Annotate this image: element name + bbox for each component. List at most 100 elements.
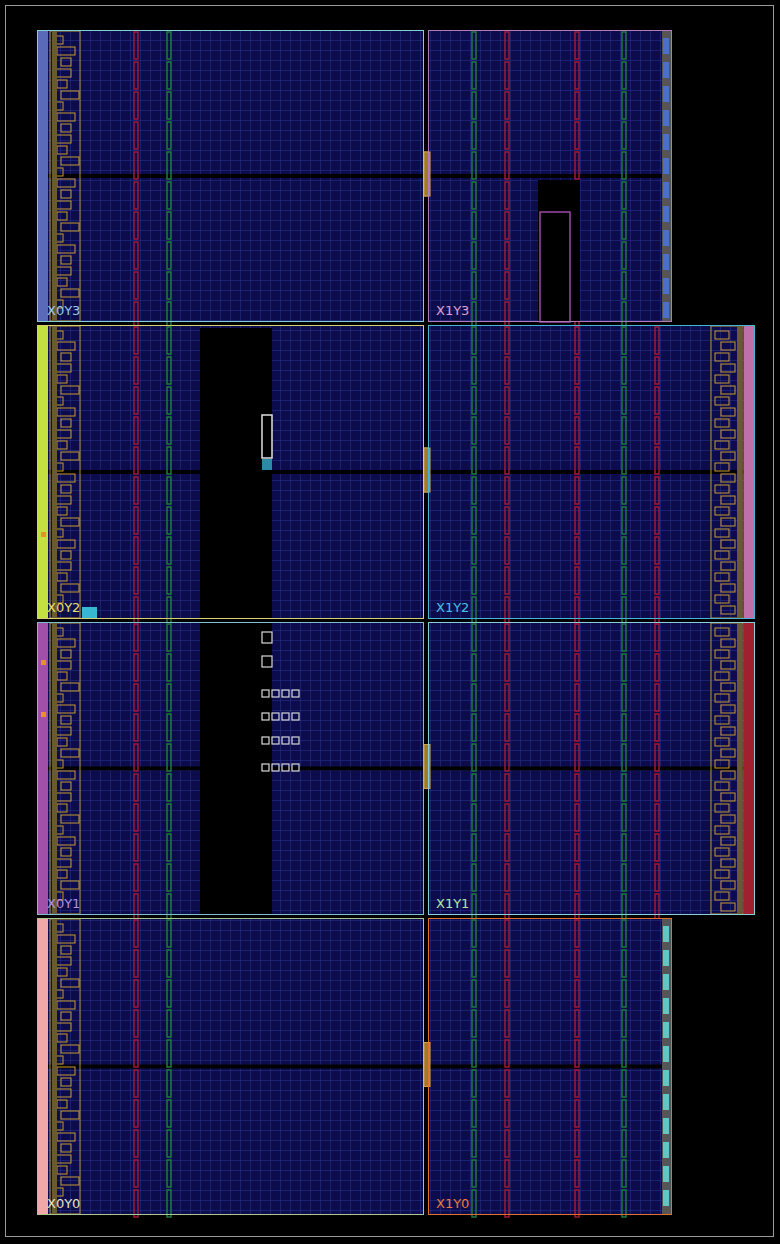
placed-cell	[282, 690, 289, 697]
io-tile	[57, 245, 75, 253]
hard-block-column	[167, 920, 171, 947]
hard-block-column	[134, 447, 138, 474]
fabric-region	[37, 30, 430, 329]
hard-block-column	[622, 597, 626, 624]
bank-strip	[38, 326, 48, 618]
transceiver-site	[663, 926, 669, 942]
io-tile	[721, 837, 735, 845]
hard-block-column	[472, 894, 476, 921]
hard-block-column	[575, 950, 579, 977]
hard-block-column	[505, 894, 509, 921]
hard-block-column	[575, 152, 579, 179]
hard-block-column	[472, 714, 476, 741]
hard-block-column	[167, 950, 171, 977]
transceiver-site	[663, 1022, 669, 1038]
io-tile	[57, 1034, 67, 1042]
io-tile	[721, 496, 735, 504]
hard-block-column	[622, 182, 626, 209]
hard-block-column	[575, 417, 579, 444]
io-tile	[61, 1012, 71, 1020]
hard-block-column	[472, 684, 476, 711]
hard-block-column	[134, 92, 138, 119]
hard-block-column	[134, 327, 138, 354]
hard-block-column	[472, 447, 476, 474]
hard-block-column	[505, 864, 509, 891]
hard-block-column	[622, 804, 626, 831]
io-tile	[721, 749, 735, 757]
io-tile	[57, 738, 67, 746]
hard-block-column	[622, 152, 626, 179]
hard-block-column	[472, 182, 476, 209]
hard-block-column	[472, 477, 476, 504]
hard-block-column	[575, 567, 579, 594]
clock-region: X1Y1	[428, 622, 755, 915]
transceiver-site	[663, 134, 669, 150]
io-tile	[715, 650, 729, 658]
hard-block-column	[622, 477, 626, 504]
hard-block-column	[167, 212, 171, 239]
io-tile	[61, 91, 79, 99]
io-ticks	[52, 919, 57, 1214]
hard-block-column	[167, 62, 171, 89]
hard-block-column	[134, 920, 138, 947]
bank-strip	[38, 623, 48, 914]
io-tile	[57, 870, 67, 878]
hard-block-column	[472, 242, 476, 269]
hard-block-column	[505, 327, 509, 354]
clock-buffer	[424, 448, 430, 492]
hard-block-column	[505, 152, 509, 179]
hard-block-column	[134, 834, 138, 861]
hard-block-column	[134, 567, 138, 594]
clock-region: X0Y1	[37, 622, 424, 915]
hard-block-column	[505, 624, 509, 651]
hard-block-column	[655, 357, 659, 384]
fabric-grid	[428, 30, 672, 322]
io-tile	[61, 749, 79, 757]
hard-block-column	[505, 834, 509, 861]
hard-block-column	[622, 212, 626, 239]
hard-block-column	[575, 1070, 579, 1097]
blocked-area	[538, 180, 580, 321]
hard-block-column	[655, 684, 659, 711]
io-tile	[61, 716, 71, 724]
hard-block-column	[622, 950, 626, 977]
hard-block-column	[472, 417, 476, 444]
io-tile	[61, 386, 79, 394]
hard-block-column	[472, 864, 476, 891]
hard-block-column	[167, 1100, 171, 1127]
clock-region-fabric	[37, 30, 755, 1217]
transceiver-site	[663, 1118, 669, 1134]
hard-block-column	[622, 537, 626, 564]
io-tile	[715, 551, 729, 559]
io-tile	[715, 485, 729, 493]
io-tile	[61, 190, 71, 198]
io-tile	[715, 573, 729, 581]
hard-block-column	[167, 1130, 171, 1157]
placed-cell	[262, 764, 269, 771]
hard-block-column	[134, 864, 138, 891]
bank-strip	[38, 31, 48, 321]
hard-block-column	[575, 1130, 579, 1157]
hard-block-column	[575, 92, 579, 119]
transceiver-site	[663, 1046, 669, 1062]
io-tile	[715, 848, 729, 856]
io-tile	[721, 474, 735, 482]
io-column	[50, 919, 80, 1214]
hard-block-column	[472, 654, 476, 681]
hard-block-column	[655, 894, 659, 921]
io-tile	[61, 419, 71, 427]
hard-block-column	[622, 980, 626, 1007]
hard-block-column	[167, 272, 171, 299]
io-column	[50, 623, 80, 914]
io-tile	[715, 441, 729, 449]
hard-block-column	[505, 920, 509, 947]
clock-spine	[428, 767, 755, 771]
transceiver-site	[663, 302, 669, 318]
transceiver-site	[663, 182, 669, 198]
region-label: X1Y0	[436, 1196, 469, 1211]
hard-block-column	[134, 980, 138, 1007]
placed-cell	[272, 764, 279, 771]
clock-spine	[428, 470, 755, 474]
placed-cell	[272, 737, 279, 744]
